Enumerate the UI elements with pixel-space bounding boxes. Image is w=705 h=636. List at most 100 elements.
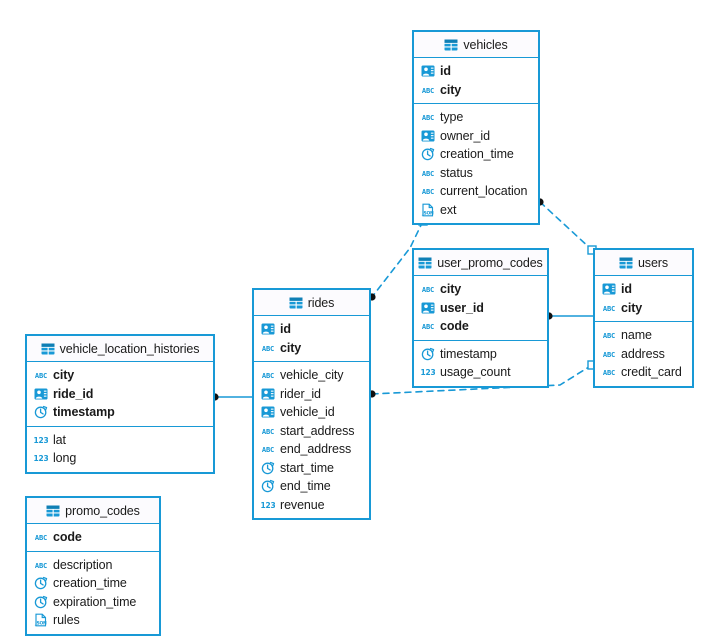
primary-key-field[interactable]: ride_id xyxy=(27,385,213,404)
clock-icon xyxy=(34,576,48,590)
table-field[interactable]: ABC end_address xyxy=(254,440,369,459)
field-label: user_id xyxy=(440,300,484,315)
primary-key-field[interactable]: id xyxy=(254,320,369,339)
primary-key-field[interactable]: timestamp xyxy=(27,403,213,422)
abc-text-icon: ABC xyxy=(34,558,48,572)
field-label: type xyxy=(440,110,464,125)
relationship-vehicles-users[interactable] xyxy=(536,198,597,255)
abc-text-icon: ABC xyxy=(421,110,435,124)
table-field[interactable]: timestamp xyxy=(414,345,547,364)
field-label: city xyxy=(440,82,462,97)
json-document-icon: JSON xyxy=(34,613,48,627)
json-document-icon: JSON xyxy=(421,203,435,217)
field-label: id xyxy=(621,282,632,297)
table-field[interactable]: ABC type xyxy=(414,108,538,127)
abc-text-icon: ABC xyxy=(34,368,48,382)
abc-text-icon: ABC xyxy=(261,442,275,456)
table-field[interactable]: end_time xyxy=(254,477,369,496)
table-field[interactable]: rider_id xyxy=(254,385,369,404)
table-field[interactable]: creation_time xyxy=(414,145,538,164)
entity-header-promo_codes[interactable]: promo_codes xyxy=(27,498,159,524)
abc-text-icon: ABC xyxy=(602,301,616,315)
entity-header-rides[interactable]: rides xyxy=(254,290,369,316)
svg-text:ABC: ABC xyxy=(262,445,274,454)
field-label: end_address xyxy=(280,442,352,457)
table-field[interactable]: vehicle_id xyxy=(254,403,369,422)
table-field[interactable]: creation_time xyxy=(27,574,159,593)
id-card-icon xyxy=(261,387,275,401)
id-card-icon xyxy=(602,282,616,296)
relationship-vehicle_location_histories-rides[interactable] xyxy=(211,393,253,401)
primary-key-field[interactable]: id xyxy=(595,280,692,299)
entity-header-users[interactable]: users xyxy=(595,250,692,276)
svg-text:ABC: ABC xyxy=(262,371,274,380)
svg-text:ABC: ABC xyxy=(422,86,434,95)
table-field[interactable]: start_time xyxy=(254,459,369,478)
primary-key-field[interactable]: id xyxy=(414,62,538,81)
clock-icon xyxy=(261,479,275,493)
id-card-icon xyxy=(34,387,48,401)
svg-text:123: 123 xyxy=(421,368,435,377)
table-grid-icon xyxy=(444,38,458,52)
field-label: city xyxy=(280,340,302,355)
field-label: revenue xyxy=(280,497,325,512)
field-label: timestamp xyxy=(53,405,115,420)
table-field[interactable]: 123 usage_count xyxy=(414,363,547,382)
id-card-icon xyxy=(421,301,435,315)
field-label: creation_time xyxy=(440,147,514,162)
table-field[interactable]: owner_id xyxy=(414,127,538,146)
primary-key-field[interactable]: ABC city xyxy=(414,81,538,100)
field-label: usage_count xyxy=(440,365,511,380)
primary-key-field[interactable]: user_id xyxy=(414,299,547,318)
svg-text:ABC: ABC xyxy=(262,344,274,353)
svg-text:ABC: ABC xyxy=(422,113,434,122)
table-field[interactable]: 123 revenue xyxy=(254,496,369,515)
entity-header-vehicle_location_histories[interactable]: vehicle_location_histories xyxy=(27,336,213,362)
table-field[interactable]: expiration_time xyxy=(27,593,159,612)
field-label: status xyxy=(440,165,473,180)
field-label: code xyxy=(440,319,469,334)
primary-key-field[interactable]: ABC code xyxy=(414,317,547,336)
primary-key-field[interactable]: ABC city xyxy=(254,339,369,358)
field-label: creation_time xyxy=(53,576,127,591)
svg-text:ABC: ABC xyxy=(603,350,615,359)
table-grid-icon xyxy=(619,256,633,270)
entity-title: users xyxy=(637,255,669,270)
svg-text:123: 123 xyxy=(261,501,275,510)
abc-text-icon: ABC xyxy=(602,365,616,379)
relationship-user_promo_codes-users[interactable] xyxy=(545,312,594,320)
entity-header-vehicles[interactable]: vehicles xyxy=(414,32,538,58)
field-label: city xyxy=(440,282,462,297)
field-label: expiration_time xyxy=(53,594,137,609)
entity-header-user_promo_codes[interactable]: user_promo_codes xyxy=(414,250,547,276)
svg-text:ABC: ABC xyxy=(422,322,434,331)
